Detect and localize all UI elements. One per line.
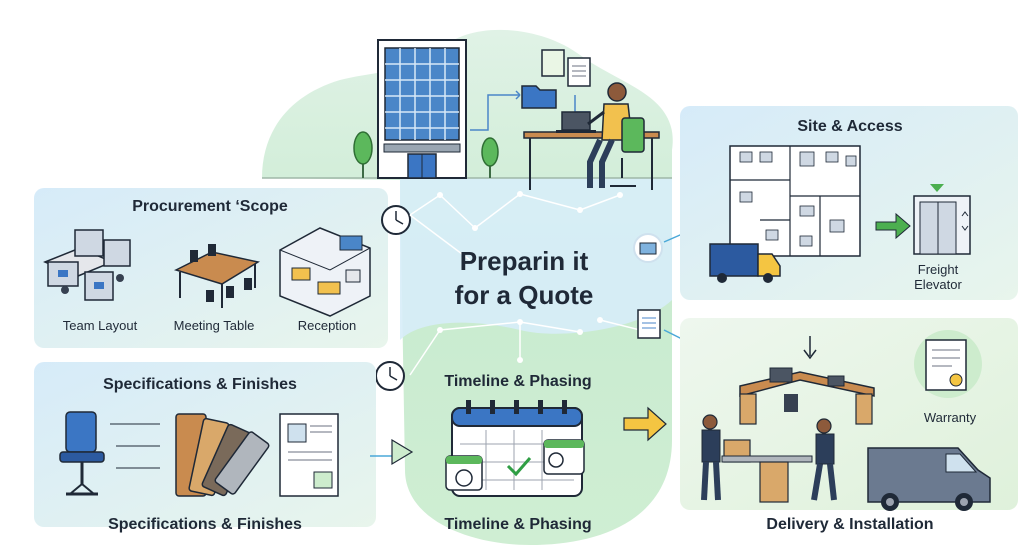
- person-at-laptop-icon: [523, 82, 660, 190]
- flow-arrow: [470, 94, 520, 131]
- procurement-title: Procurement ‘Scope: [132, 198, 288, 215]
- office-chair-icon: [59, 411, 160, 496]
- delivery-van-icon: [867, 447, 991, 511]
- delivery-title: Delivery & Installation: [766, 516, 934, 533]
- workers-installing-icon: [701, 414, 837, 503]
- team-layout-icon: [43, 229, 131, 301]
- finish-swatches-icon: [175, 413, 270, 497]
- timeline-title-bottom: Timeline & Phasing: [444, 516, 592, 533]
- office-building-icon: [377, 39, 467, 179]
- spec-sheet-icon: [279, 413, 339, 497]
- play-arrow-icon: [391, 438, 414, 466]
- warranty-certificate-icon: [914, 330, 982, 398]
- hub-glow: [400, 178, 672, 340]
- center-title: Preparin it for a Quote: [430, 244, 618, 312]
- specifications-title-top: Specifications & Finishes: [103, 376, 297, 393]
- meeting-table-icon: [173, 244, 260, 308]
- chair-icon: [621, 117, 645, 153]
- freight-label-line2: Elevator: [914, 277, 962, 292]
- procurement-item-meeting-table: Meeting Table: [173, 318, 255, 333]
- yellow-arrow-icon: [623, 406, 667, 442]
- document-icon: [637, 309, 661, 339]
- documents-icon: [521, 49, 591, 109]
- clock-icon-2: [375, 361, 405, 391]
- network-lines: [409, 193, 641, 376]
- tree-icon-left: [353, 131, 373, 178]
- warranty-label: Warranty: [923, 410, 977, 425]
- delivery-truck-icon: [709, 243, 781, 283]
- l-desk-icon: [739, 336, 875, 425]
- network-nodes: [437, 191, 623, 363]
- reception-icon: [279, 227, 371, 317]
- calendar-icon: [445, 400, 585, 497]
- folder-icon: [521, 85, 557, 109]
- freight-elevator-icon: [913, 184, 971, 255]
- floor-plan-icon: [729, 145, 861, 257]
- center-title-line2: for a Quote: [454, 280, 594, 310]
- tree-icon-right: [481, 137, 499, 178]
- site-access-title: Site & Access: [797, 118, 903, 135]
- specifications-title-bottom: Specifications & Finishes: [108, 516, 302, 533]
- clock-icon: [381, 205, 411, 235]
- freight-label-line1: Freight: [917, 262, 959, 277]
- procurement-item-reception: Reception: [297, 318, 357, 333]
- center-title-line1: Preparin it: [459, 246, 589, 276]
- crate-icon: [633, 233, 663, 263]
- timeline-title-top: Timeline & Phasing: [444, 373, 592, 390]
- freight-elevator-label: Freight Elevator: [898, 262, 978, 292]
- procurement-item-team-layout: Team Layout: [62, 318, 138, 333]
- green-arrow-icon: [875, 212, 911, 240]
